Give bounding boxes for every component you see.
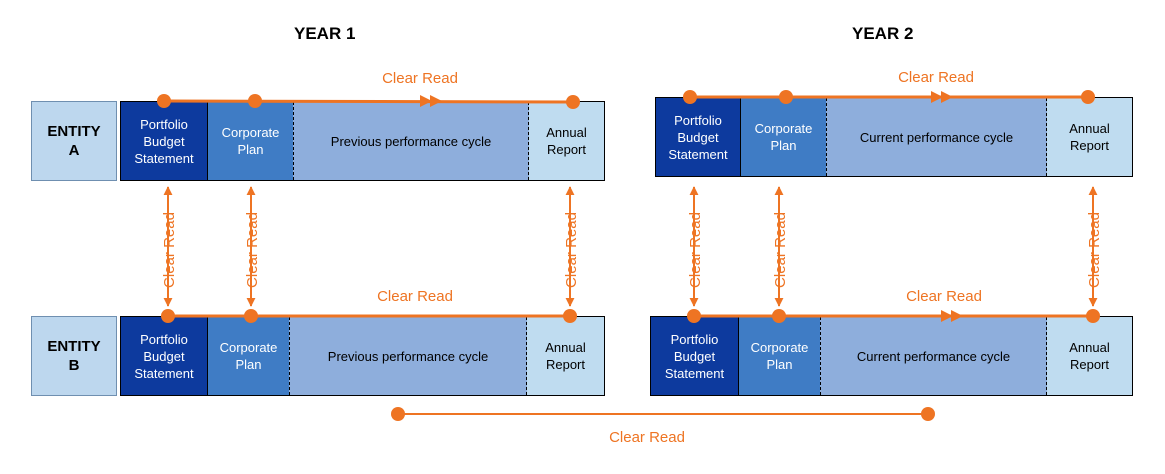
previous-performance-cycle-block: Previous performance cycle [293,102,529,180]
portfolio-budget-statement-block: Portfolio Budget Statement [121,102,207,180]
clear-read-label: Clear Read [382,70,458,87]
clear-read-label: Clear Read [687,212,704,288]
connector-dot [683,90,697,104]
clear-read-label: Clear Read [609,429,685,446]
corporate-plan-block: Corporate Plan [207,317,289,395]
connector-dot [391,407,405,421]
clear-read-label: Clear Read [906,288,982,305]
previous-performance-cycle-block: Previous performance cycle [289,317,527,395]
connector-dot [687,309,701,323]
portfolio-budget-statement-block: Portfolio Budget Statement [651,317,738,395]
portfolio-budget-statement-block: Portfolio Budget Statement [656,98,740,176]
annual-report-block: Annual Report [527,317,604,395]
connector-dot [157,94,171,108]
year2-entity-a-row: Portfolio Budget Statement Corporate Pla… [655,97,1133,177]
clear-read-label: Clear Read [161,212,178,288]
corporate-plan-block: Corporate Plan [207,102,293,180]
double-arrow-icon [931,91,943,103]
annual-report-block: Annual Report [529,102,604,180]
year2-entity-b-row: Portfolio Budget Statement Corporate Pla… [650,316,1133,396]
current-performance-cycle-block: Current performance cycle [826,98,1047,176]
year1-entity-a-row: Portfolio Budget Statement Corporate Pla… [120,101,605,181]
year1-entity-b-row: Portfolio Budget Statement Corporate Pla… [120,316,605,396]
connector-dot [566,95,580,109]
portfolio-budget-statement-block: Portfolio Budget Statement [121,317,207,395]
clear-read-label: Clear Read [244,212,261,288]
connector-dot [921,407,935,421]
entity-b-label: ENTITY B [31,316,117,396]
clear-read-label: Clear Read [563,212,580,288]
connector-dot [248,94,262,108]
connector-dot [563,309,577,323]
connector-dot [161,309,175,323]
corporate-plan-block: Corporate Plan [740,98,826,176]
corporate-plan-block: Corporate Plan [738,317,820,395]
double-arrow-icon [941,310,953,322]
year-1-heading: YEAR 1 [294,24,356,43]
entity-a-label: ENTITY A [31,101,117,181]
connector-dot [244,309,258,323]
clear-read-label: Clear Read [898,69,974,86]
annual-report-block: Annual Report [1047,98,1132,176]
clear-read-label: Clear Read [1086,212,1103,288]
year-2-heading: YEAR 2 [852,24,914,43]
clear-read-label: Clear Read [772,212,789,288]
connector-dot [1086,309,1100,323]
current-performance-cycle-block: Current performance cycle [820,317,1047,395]
annual-report-block: Annual Report [1047,317,1132,395]
connector-dot [779,90,793,104]
connector-dot [772,309,786,323]
connector-dot [1081,90,1095,104]
clear-read-label: Clear Read [377,288,453,305]
double-arrow-icon [420,95,432,107]
clear-read-line [163,99,574,104]
